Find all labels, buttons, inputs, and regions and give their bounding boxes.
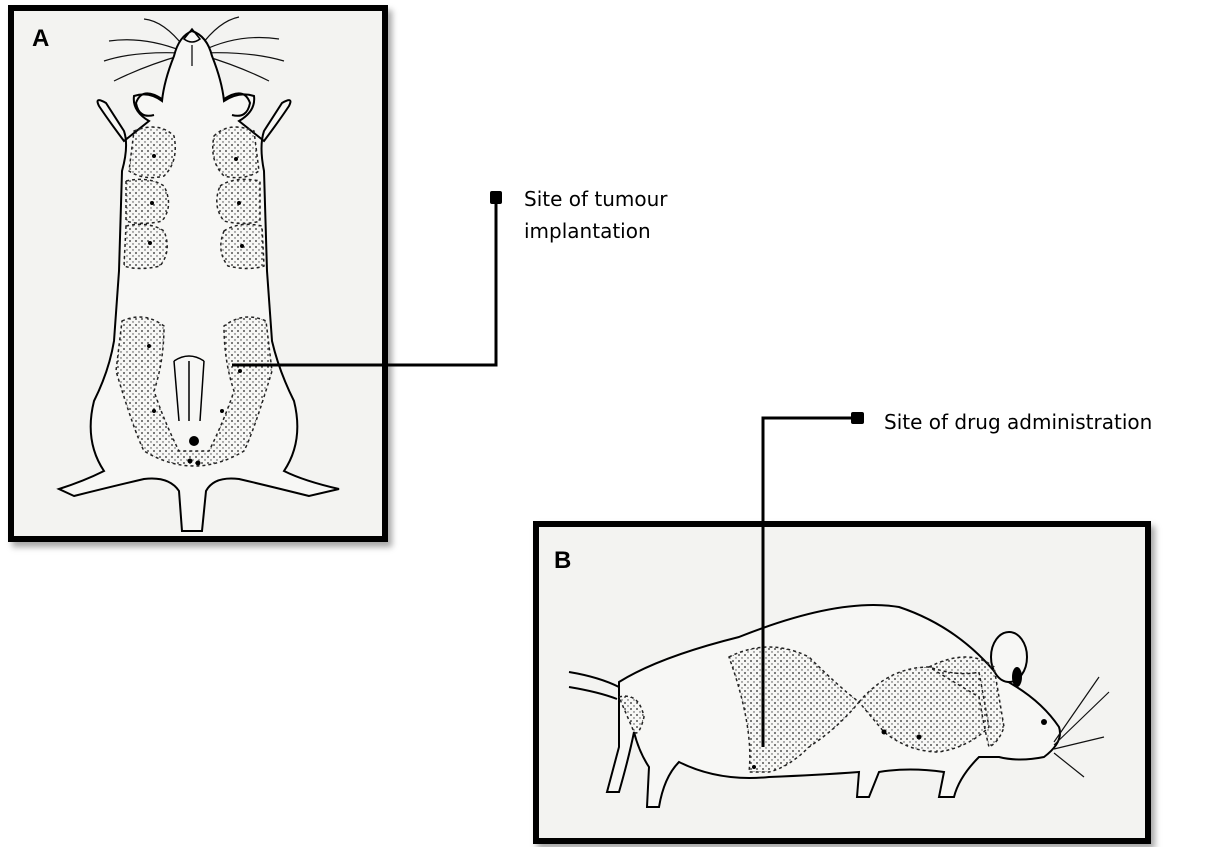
- drug-marker: [851, 412, 864, 424]
- panel-b-letter: B: [554, 549, 571, 573]
- panel-a-letter: A: [32, 27, 49, 51]
- mouse-lateral-illustration: [539, 527, 1145, 838]
- panel-b-lateral-view: B: [533, 521, 1151, 844]
- tumour-marker: [490, 191, 502, 204]
- drug-site-label: Site of drug administration: [884, 406, 1211, 438]
- tumour-site-label: Site of tumour implantation: [524, 183, 784, 247]
- panel-a-ventral-view: A: [8, 5, 388, 542]
- mouse-ventral-illustration: [14, 11, 382, 536]
